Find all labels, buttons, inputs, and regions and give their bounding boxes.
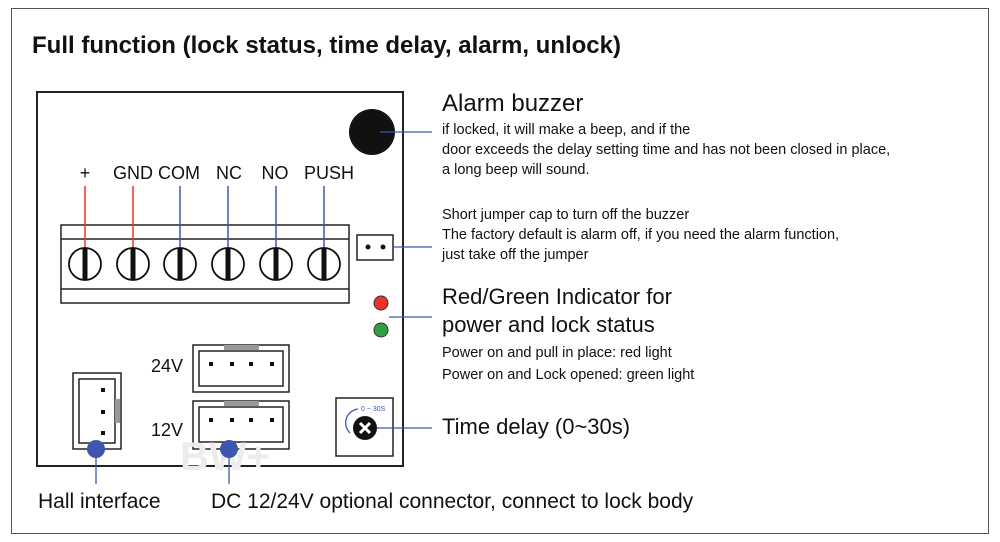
text-line: a long beep will sound. [442, 162, 590, 178]
indicator-heading: Red/Green Indicator for power and lock s… [442, 283, 672, 339]
screw-slot [177, 248, 183, 280]
terminal-label: GND [113, 163, 153, 183]
indicator-description: Power on and pull in place: red light Po… [442, 342, 694, 386]
text-line: Red/Green Indicator for [442, 284, 672, 309]
screw-slot [321, 248, 327, 280]
screw-slot [225, 248, 231, 280]
screw-slot [273, 248, 279, 280]
hall-connector [72, 372, 122, 450]
text-line: just take off the jumper [442, 247, 589, 263]
connector-24v [192, 344, 290, 393]
text-line: door exceeds the delay setting time and … [442, 142, 891, 158]
alarm-heading: Alarm buzzer [442, 90, 584, 117]
terminal-label: PUSH [304, 163, 354, 183]
label-12v: 12V [151, 420, 183, 440]
label-24v: 24V [151, 356, 183, 376]
green-led [373, 322, 389, 338]
terminal-label: COM [158, 163, 200, 183]
terminal-label: NO [262, 163, 289, 183]
svg-text:0 ~ 30S: 0 ~ 30S [361, 406, 386, 413]
time-delay-potentiometer: 0 ~ 30S [335, 397, 394, 457]
page-title: Full function (lock status, time delay, … [32, 32, 621, 59]
alarm-description: if locked, it will make a beep, and if t… [442, 120, 890, 180]
text-line: Power on and pull in place: red light [442, 345, 672, 361]
time-delay-label: Time delay (0~30s) [442, 414, 631, 439]
terminal-label: + [80, 163, 91, 183]
dc-connector-label: DC 12/24V optional connector, connect to… [211, 490, 694, 513]
jumper-description: Short jumper cap to turn off the buzzer … [442, 205, 839, 265]
connector-12v [192, 400, 290, 450]
jumper-cap [356, 234, 394, 261]
screw-slot [130, 248, 136, 280]
terminal-block [60, 224, 350, 304]
screw-slot [82, 248, 88, 280]
outer-frame [11, 8, 989, 534]
red-led [373, 295, 389, 311]
buzzer [349, 109, 395, 155]
text-line: if locked, it will make a beep, and if t… [442, 122, 691, 138]
text-line: power and lock status [442, 312, 655, 337]
text-line: Short jumper cap to turn off the buzzer [442, 207, 690, 223]
text-line: The factory default is alarm off, if you… [442, 227, 840, 243]
terminal-label: NC [216, 163, 242, 183]
text-line: Power on and Lock opened: green light [442, 367, 695, 383]
hall-interface-label: Hall interface [38, 490, 161, 513]
